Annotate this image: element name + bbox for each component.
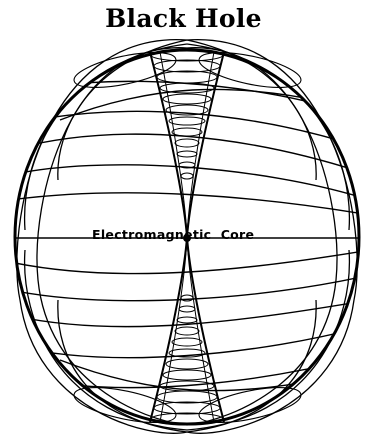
upper-coil <box>172 128 202 136</box>
upper-coil <box>160 83 214 93</box>
spiral-band <box>60 360 340 391</box>
upper-coil <box>175 139 199 147</box>
lower-coil <box>163 370 211 380</box>
upper-coil <box>157 71 217 83</box>
upper-coil <box>163 94 211 104</box>
upper-coil <box>154 60 220 72</box>
lower-coil <box>181 295 193 301</box>
upper-coil <box>169 117 205 125</box>
lower-coil <box>175 327 199 335</box>
lower-coil <box>179 306 195 312</box>
core-label: Electromagnetic Core <box>92 227 254 242</box>
lower-coil <box>154 402 220 414</box>
upper-coil <box>181 173 193 179</box>
lower-coil <box>166 359 208 369</box>
spiral-band <box>10 275 367 301</box>
lower-coil <box>177 317 197 323</box>
spiral-band <box>10 81 367 120</box>
lower-coil <box>157 391 217 403</box>
lower-coil <box>172 338 202 346</box>
upper-coil <box>177 151 197 157</box>
